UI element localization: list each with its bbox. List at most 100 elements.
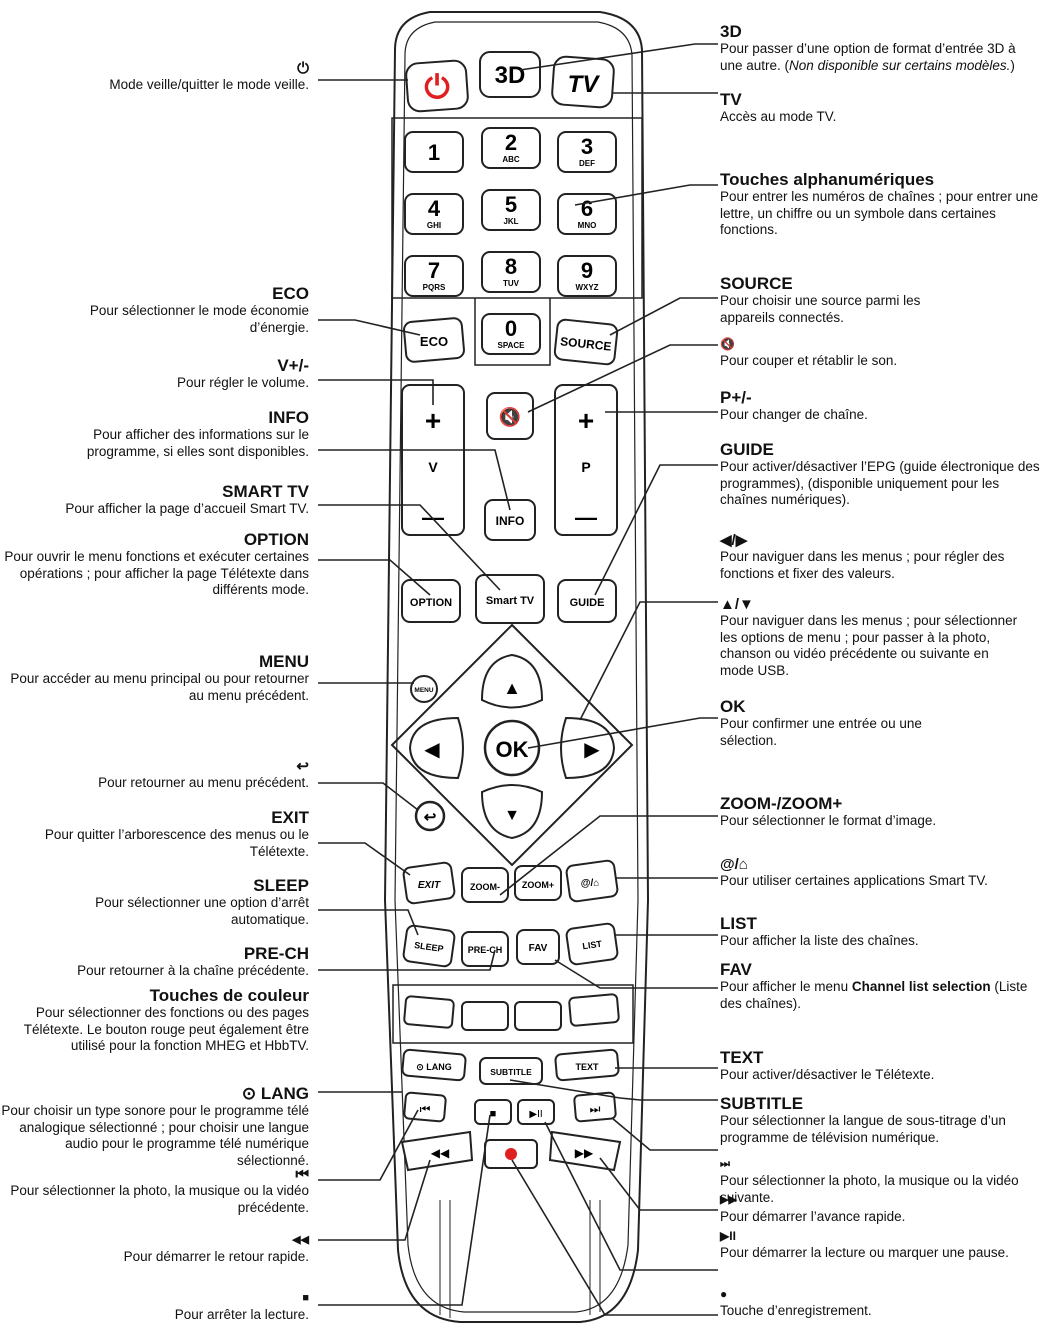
volume-title: V+/-: [277, 356, 309, 375]
record-icon: [505, 1148, 517, 1160]
key-8[interactable]: [481, 251, 541, 293]
power-icon: ⏻: [424, 69, 450, 105]
up-arrow-icon: ▲: [503, 678, 521, 698]
ok-label: OK: [496, 737, 529, 762]
subtitle-button[interactable]: [479, 1057, 543, 1085]
annotation-previous: ⏮ Pour sélectionner la photo, la musique…: [0, 1166, 309, 1216]
stop-icon: ■: [490, 1108, 497, 1120]
list-button[interactable]: [565, 922, 619, 966]
annotation-subtitle: SUBTITLE Pour sélectionner la langue de …: [720, 1094, 1045, 1146]
exit-label: EXIT: [418, 880, 441, 891]
prev-button[interactable]: [403, 1091, 447, 1123]
key-6[interactable]: [557, 193, 617, 235]
key-0-label: 0: [505, 316, 517, 341]
subtitle-title: SUBTITLE: [720, 1094, 804, 1113]
key-1[interactable]: [404, 131, 464, 173]
guide-label: GUIDE: [570, 597, 605, 609]
fast-forward-symbol-icon: ▶▶: [720, 1194, 737, 1206]
option-desc: Pour ouvrir le menu fonctions et exécute…: [4, 549, 309, 597]
rewind-button[interactable]: [400, 1130, 474, 1172]
right-button[interactable]: [560, 716, 616, 780]
volume-label: V: [428, 459, 438, 475]
ok-desc: Pour confirmer une entrée ou une sélecti…: [720, 716, 922, 748]
sleep-label: SLEEP: [414, 940, 445, 954]
play-pause-icon: ▶II: [529, 1109, 542, 1120]
key-4[interactable]: [404, 193, 464, 235]
text-label: TEXT: [575, 1062, 599, 1072]
annotation-info: INFO Pour afficher des informations sur …: [0, 408, 309, 460]
zoom-title: ZOOM-/ZOOM+: [720, 794, 843, 813]
pre-ch-button[interactable]: [461, 931, 509, 967]
source-desc: Pour choisir une source parmi les appare…: [720, 293, 921, 325]
annotation-source: SOURCE Pour choisir une source parmi les…: [720, 274, 1040, 326]
eco-button[interactable]: [403, 317, 465, 363]
svg-text:DEF: DEF: [579, 159, 595, 168]
program-label: P: [581, 459, 590, 475]
info-label: INFO: [496, 514, 525, 528]
up-down-desc: Pour naviguer dans les menus ; pour séle…: [720, 613, 1018, 678]
3d-button[interactable]: [479, 51, 541, 98]
key-5[interactable]: [481, 189, 541, 231]
3d-desc: Pour passer d’une option de format d’ent…: [720, 41, 1016, 73]
mute-button[interactable]: [486, 392, 534, 440]
list-desc: Pour afficher la liste des chaînes.: [720, 933, 919, 948]
key-5-label: 5: [505, 192, 517, 217]
key-7[interactable]: [404, 255, 464, 297]
next-desc: Pour sélectionner la photo, la musique o…: [720, 1173, 1019, 1205]
key-3-label: 3: [581, 134, 593, 159]
color-keys-title: Touches de couleur: [149, 986, 309, 1005]
previous-symbol-icon: ⏮: [295, 1166, 309, 1183]
annotation-list: LIST Pour afficher la liste des chaînes.: [720, 914, 1040, 950]
red-key[interactable]: [403, 995, 455, 1029]
annotation-eco: ECO Pour sélectionner le mode économie d…: [0, 284, 309, 336]
sleep-button[interactable]: [402, 924, 456, 968]
guide-title: GUIDE: [720, 440, 774, 459]
green-key[interactable]: [461, 1001, 509, 1031]
yellow-key[interactable]: [514, 1001, 562, 1031]
power-button[interactable]: [405, 59, 469, 113]
blue-key[interactable]: [568, 993, 620, 1027]
down-button[interactable]: [480, 784, 544, 840]
next-symbol-icon: ⏭: [720, 1158, 730, 1170]
svg-text:PQRS: PQRS: [423, 283, 446, 292]
fav-button[interactable]: [516, 929, 560, 965]
left-button[interactable]: [408, 716, 464, 780]
previous-desc: Pour sélectionner la photo, la musique o…: [10, 1183, 309, 1215]
text-button[interactable]: [554, 1048, 620, 1082]
option-button[interactable]: [401, 579, 461, 623]
exit-button[interactable]: [402, 861, 456, 905]
key-0[interactable]: [481, 313, 541, 355]
guide-button[interactable]: [557, 579, 617, 623]
svg-text:SPACE: SPACE: [498, 341, 526, 350]
key-2[interactable]: [481, 127, 541, 169]
key-9[interactable]: [557, 255, 617, 297]
pre-ch-label: PRE-CH: [468, 945, 503, 955]
next-icon: ⏭: [590, 1102, 601, 1116]
ok-button[interactable]: [483, 719, 541, 777]
back-button[interactable]: [414, 800, 446, 832]
lang-button[interactable]: [401, 1048, 467, 1082]
smart-tv-label: Smart TV: [486, 595, 535, 607]
guide-desc: Pour activer/désactiver l’EPG (guide éle…: [720, 459, 1040, 507]
pre-ch-desc: Pour retourner à la chaîne précédente.: [77, 963, 309, 978]
info-button[interactable]: [484, 499, 536, 541]
play-pause-button[interactable]: [517, 1099, 555, 1125]
lang-title: ⊙ LANG: [241, 1084, 309, 1103]
annotation-fav: FAV Pour afficher le menu Channel list s…: [720, 960, 1040, 1012]
stop-desc: Pour arrêter la lecture.: [174, 1307, 309, 1322]
rewind-symbol-icon: ◀◀: [292, 1234, 309, 1246]
tv-button[interactable]: [551, 55, 615, 109]
menu-button[interactable]: [410, 675, 438, 703]
mute-symbol-icon: 🔇: [720, 337, 735, 351]
up-button[interactable]: [480, 653, 544, 709]
zoom-plus-label: ZOOM+: [522, 880, 554, 890]
source-button[interactable]: [553, 318, 619, 366]
program-title: P+/-: [720, 388, 752, 407]
key-3[interactable]: [557, 131, 617, 173]
zoom-minus-button[interactable]: [461, 867, 509, 903]
lang-label: ⊙ LANG: [416, 1062, 452, 1072]
mute-desc: Pour couper et rétablir le son.: [720, 353, 898, 368]
smart-tv-button[interactable]: [475, 574, 545, 624]
zoom-desc: Pour sélectionner le format d’image.: [720, 813, 937, 828]
stop-button[interactable]: [474, 1099, 512, 1125]
